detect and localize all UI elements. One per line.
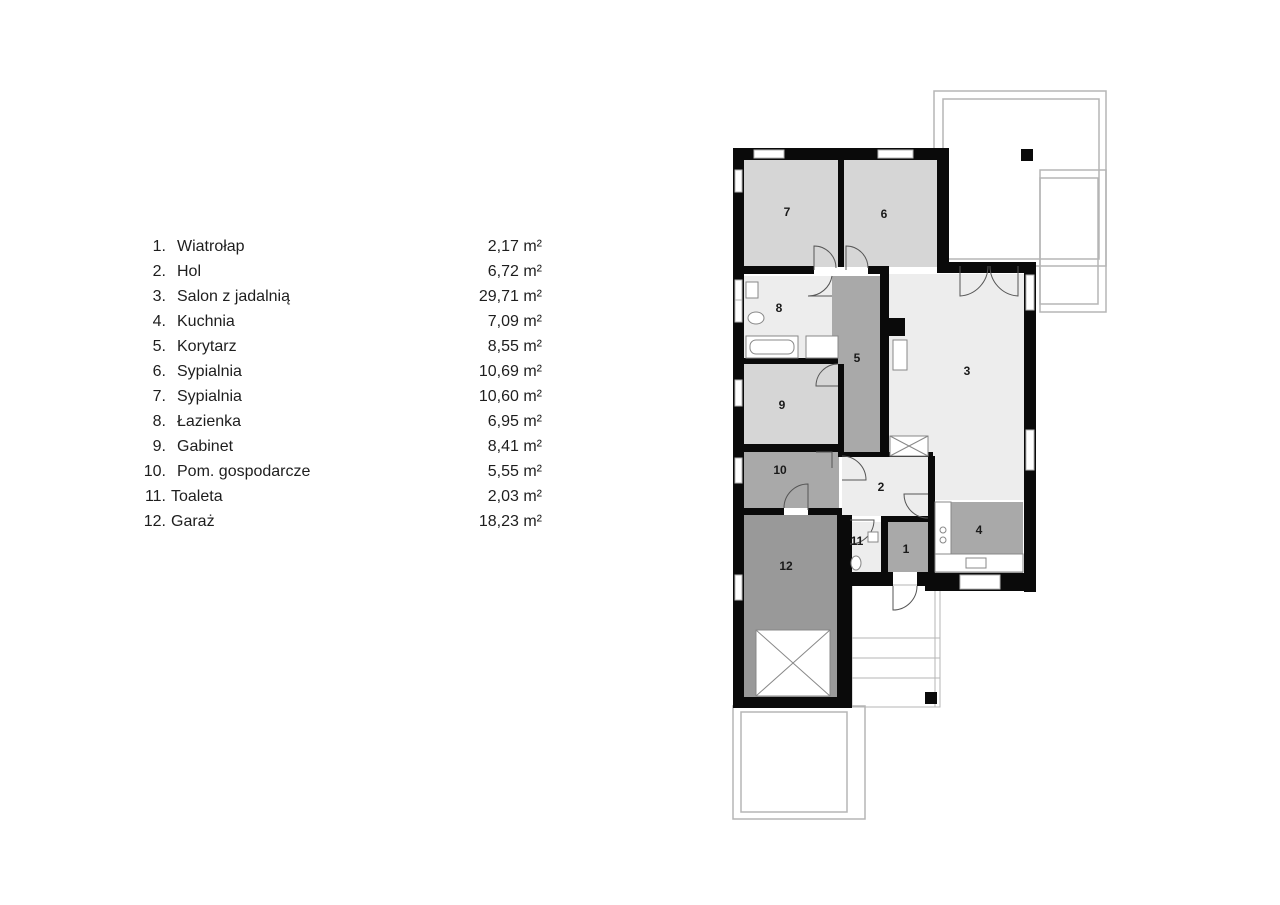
room-1-fill — [888, 522, 928, 572]
room-7-fill — [744, 160, 839, 267]
room-label-2: 2 — [878, 480, 885, 494]
room-label-12: 12 — [779, 559, 793, 573]
room-label-10: 10 — [773, 463, 787, 477]
entrance-porch — [851, 584, 941, 708]
room-legend: 1. Wiatrołap 2,17 m² 2. Hol 6,72 m² 3. S… — [0, 0, 600, 560]
legend-room-name: Kuchnia — [177, 313, 235, 330]
legend-room-area: 5,55 m² — [487, 463, 542, 480]
legend-room-area: 6,95 m² — [487, 413, 542, 430]
legend-room-name: Sypialnia — [177, 363, 242, 380]
legend-number: 6. — [152, 363, 166, 380]
legend-room-name: Salon z jadalnią — [177, 288, 290, 305]
legend-room-area: 7,09 m² — [487, 313, 542, 330]
legend-room-area: 2,03 m² — [487, 488, 542, 505]
legend-number: 5. — [152, 338, 166, 355]
legend-room-area: 10,60 m² — [478, 388, 542, 405]
legend-number: 7. — [152, 388, 166, 405]
legend-room-area: 29,71 m² — [478, 288, 542, 305]
room-label-6: 6 — [881, 207, 888, 221]
legend-room-name: Gabinet — [177, 438, 234, 455]
windows — [734, 149, 1035, 601]
terrace-column — [1021, 149, 1033, 161]
room-label-11: 11 — [851, 534, 864, 548]
room-label-4: 4 — [976, 523, 983, 537]
legend-room-area: 18,23 m² — [478, 513, 542, 530]
legend-number: 11. — [144, 488, 166, 505]
legend-room-area: 6,72 m² — [487, 263, 542, 280]
room-label-5: 5 — [854, 351, 861, 365]
legend-number: 4. — [152, 313, 166, 330]
room-label-7: 7 — [784, 205, 791, 219]
legend-number: 2. — [152, 263, 166, 280]
room-10-fill — [744, 452, 839, 508]
legend-room-name: Pom. gospodarcze — [177, 463, 311, 480]
legend-room-area: 10,69 m² — [478, 363, 542, 380]
room-label-1: 1 — [903, 542, 910, 556]
legend-number: 1. — [152, 238, 166, 255]
legend-room-name: Korytarz — [177, 338, 237, 355]
room-label-3: 3 — [964, 364, 971, 378]
legend-room-name: Wiatrołap — [177, 238, 245, 255]
door-swings — [783, 245, 1019, 611]
legend-number: 3. — [152, 288, 166, 305]
legend-room-name: Sypialnia — [177, 388, 242, 405]
legend-number: 12. — [143, 513, 166, 530]
legend-room-name: Łazienka — [177, 413, 242, 430]
terrace-bottom — [732, 705, 866, 820]
legend-room-area: 8,41 m² — [487, 438, 542, 455]
legend-number: 9. — [152, 438, 166, 455]
legend-room-name: Hol — [177, 263, 202, 280]
room-6-fill — [844, 160, 937, 267]
room-label-8: 8 — [776, 301, 783, 315]
fixtures — [745, 281, 1024, 697]
room-2-fill — [842, 456, 932, 516]
room-9-fill — [744, 364, 839, 444]
legend-room-name: Toaleta — [171, 488, 223, 505]
porch-column — [925, 692, 937, 704]
legend-room-area: 8,55 m² — [487, 338, 542, 355]
legend-number: 10. — [143, 463, 166, 480]
legend-room-name: Garaż — [171, 513, 215, 530]
room-label-9: 9 — [779, 398, 786, 412]
legend-room-area: 2,17 m² — [487, 238, 542, 255]
legend-number: 8. — [152, 413, 166, 430]
